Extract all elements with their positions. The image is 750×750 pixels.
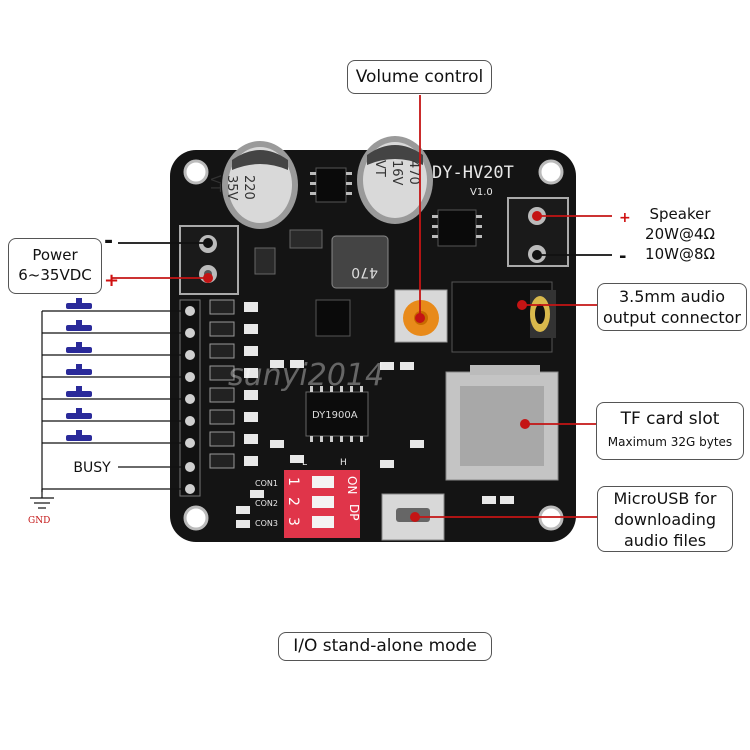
dip-switch: 1 2 3 ON DP — [284, 470, 361, 538]
pointer-lines — [112, 95, 612, 518]
con3-text: CON3 — [255, 519, 278, 528]
header-pins — [185, 306, 195, 494]
capacitor-470uf: 470 16V VT — [357, 136, 433, 224]
dip-num-2: 2 — [285, 497, 301, 506]
push-buttons — [66, 298, 92, 441]
dip-num-3: 3 — [285, 517, 301, 526]
chip-text: DY1900A — [312, 410, 358, 421]
board-version-text: V1.0 — [470, 187, 493, 198]
tf-text-line2: Maximum 32G bytes — [607, 435, 733, 449]
cap1-voltage-text: 35V — [224, 175, 239, 201]
cap2-type-text: VT — [372, 160, 387, 177]
speaker-text-line3: 10W@8Ω — [645, 245, 715, 263]
cap1-type-text: VT — [207, 175, 222, 192]
volume-control-label: Volume control — [347, 60, 492, 94]
pointer-dots — [203, 211, 542, 522]
cap1-value-text: 220 — [241, 175, 256, 200]
speaker-text-line1: Speaker — [649, 205, 711, 223]
mode-label: I/O stand-alone mode — [278, 632, 492, 661]
tf-card-label: TF card slot Maximum 32G bytes — [596, 402, 744, 460]
speaker-text-line2: 20W@4Ω — [645, 225, 715, 243]
power-text-line1: Power — [32, 246, 78, 264]
usb-text-line2: downloading — [613, 510, 717, 529]
dip-h-text: H — [340, 458, 347, 468]
dip-num-1: 1 — [285, 477, 301, 486]
audio-jack — [451, 281, 556, 353]
power-minus-mark: - — [104, 229, 113, 254]
busy-text: BUSY — [73, 460, 111, 476]
inductor: 470 — [331, 235, 389, 289]
tf-text-line1: TF card slot — [620, 409, 720, 429]
speaker-label: Speaker 20W@4Ω 10W@8Ω — [634, 204, 726, 264]
usb-text-line3: audio files — [623, 531, 707, 550]
power-terminal — [179, 225, 239, 295]
usb-text-line1: MicroUSB for — [613, 489, 717, 508]
power-label: Power 6~35VDC — [8, 238, 102, 294]
board-model-text: DY-HV20T — [432, 163, 514, 183]
dip-l-text: L — [302, 458, 307, 468]
volume-control-text: Volume control — [355, 67, 484, 87]
audio-output-label: 3.5mm audio output connector — [597, 283, 747, 331]
speaker-plus-mark: + — [619, 210, 631, 226]
inductor-text: 470 — [351, 264, 378, 280]
gnd-label: GND — [28, 516, 50, 526]
con2-text: CON2 — [255, 499, 278, 508]
busy-label: BUSY — [66, 458, 118, 478]
microusb-label: MicroUSB for downloading audio files — [597, 486, 733, 552]
audio-text-line2: output connector — [602, 308, 741, 327]
con1-text: CON1 — [255, 479, 278, 488]
mode-text: I/O stand-alone mode — [293, 636, 477, 656]
cap2-value-text: 470 — [406, 160, 421, 185]
main-chip: DY1900A — [305, 391, 369, 437]
cap2-voltage-text: 16V — [389, 160, 404, 186]
speaker-minus-mark: - — [619, 246, 626, 267]
tf-card-slot — [445, 365, 559, 481]
watermark: sunyi2014 — [228, 358, 384, 393]
dip-dp-text: DP — [347, 504, 361, 520]
audio-text-line1: 3.5mm audio — [618, 287, 726, 306]
button-wiring — [30, 310, 183, 509]
dip-on-text: ON — [345, 476, 359, 494]
power-plus-mark: + — [104, 270, 119, 291]
neutral-lines — [118, 242, 612, 256]
capacitor-220uf: 220 35V VT — [207, 141, 298, 229]
power-text-line2: 6~35VDC — [18, 266, 92, 284]
